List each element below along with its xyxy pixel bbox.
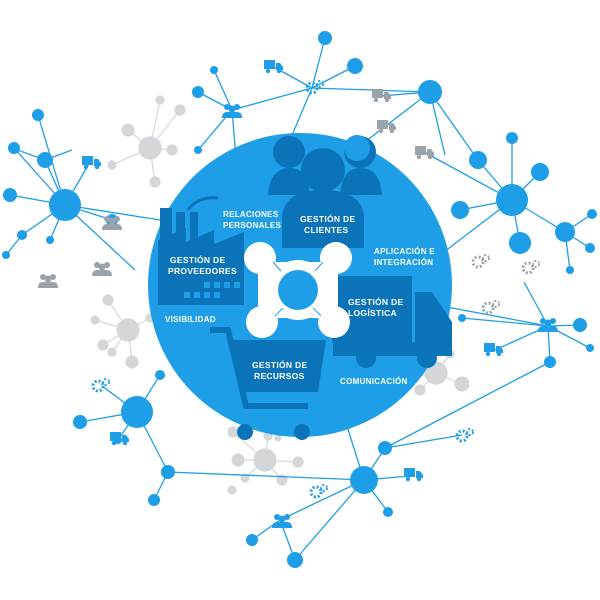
users-icon xyxy=(222,104,242,118)
people-groups xyxy=(38,104,558,528)
label-center-2: COMPAÑÍA xyxy=(286,290,311,297)
factory-windows xyxy=(184,282,240,298)
label-aplicacion-2: INTEGRACIÓN xyxy=(374,258,433,267)
gear-icon xyxy=(481,300,500,315)
shopping-cart-icon xyxy=(210,327,326,440)
label-clientes-2: CLIENTES xyxy=(304,225,348,235)
blue-trucks xyxy=(82,60,503,482)
users-icon xyxy=(272,514,292,528)
truck-icon xyxy=(110,432,129,446)
gears xyxy=(91,80,540,499)
truck-icon xyxy=(415,146,434,160)
label-comunicacion: COMUNICACIÓN xyxy=(340,377,408,386)
gear-icon xyxy=(455,428,474,443)
truck-icon xyxy=(484,343,503,357)
truck-icon xyxy=(372,89,391,103)
truck-icon xyxy=(404,468,423,482)
label-center-1: TU xyxy=(295,285,301,290)
gear-icon xyxy=(91,378,110,393)
label-recursos-2: RECURSOS xyxy=(254,371,305,381)
label-clientes-1: GESTIÓN DE xyxy=(300,213,355,224)
gear-icon xyxy=(471,254,490,269)
gear-icon xyxy=(309,484,328,499)
grey-trucks xyxy=(372,89,434,160)
factory-icon xyxy=(158,196,244,305)
label-aplicacion-1: APLICACIÓN E xyxy=(374,247,435,256)
users-icon xyxy=(38,274,58,288)
users-icon xyxy=(102,216,122,230)
labels: GESTIÓN DE CLIENTES GESTIÓN DE PROVEEDOR… xyxy=(165,210,435,386)
label-proveedores-1: GESTIÓN DE xyxy=(170,254,225,265)
truck-icon xyxy=(377,120,396,134)
truck-icon xyxy=(264,60,283,74)
label-logistica-2: LOGÍSTICA xyxy=(348,308,397,318)
center-hub xyxy=(244,242,352,338)
users-icon xyxy=(538,318,558,332)
label-proveedores-2: PROVEEDORES xyxy=(168,266,237,276)
users-icon xyxy=(92,262,112,276)
label-logistica-1: GESTIÓN DE xyxy=(348,296,403,307)
label-recursos-1: GESTIÓN DE xyxy=(252,359,307,370)
truck-icon xyxy=(82,156,101,170)
blue-network-nodes xyxy=(2,31,597,568)
label-relaciones-1: RELACIONES xyxy=(223,210,279,219)
label-relaciones-2: PERSONALES xyxy=(223,221,281,230)
label-visibilidad: VISIBILIDAD xyxy=(165,315,216,324)
gear-icon xyxy=(305,80,324,95)
gear-icon xyxy=(521,260,540,275)
